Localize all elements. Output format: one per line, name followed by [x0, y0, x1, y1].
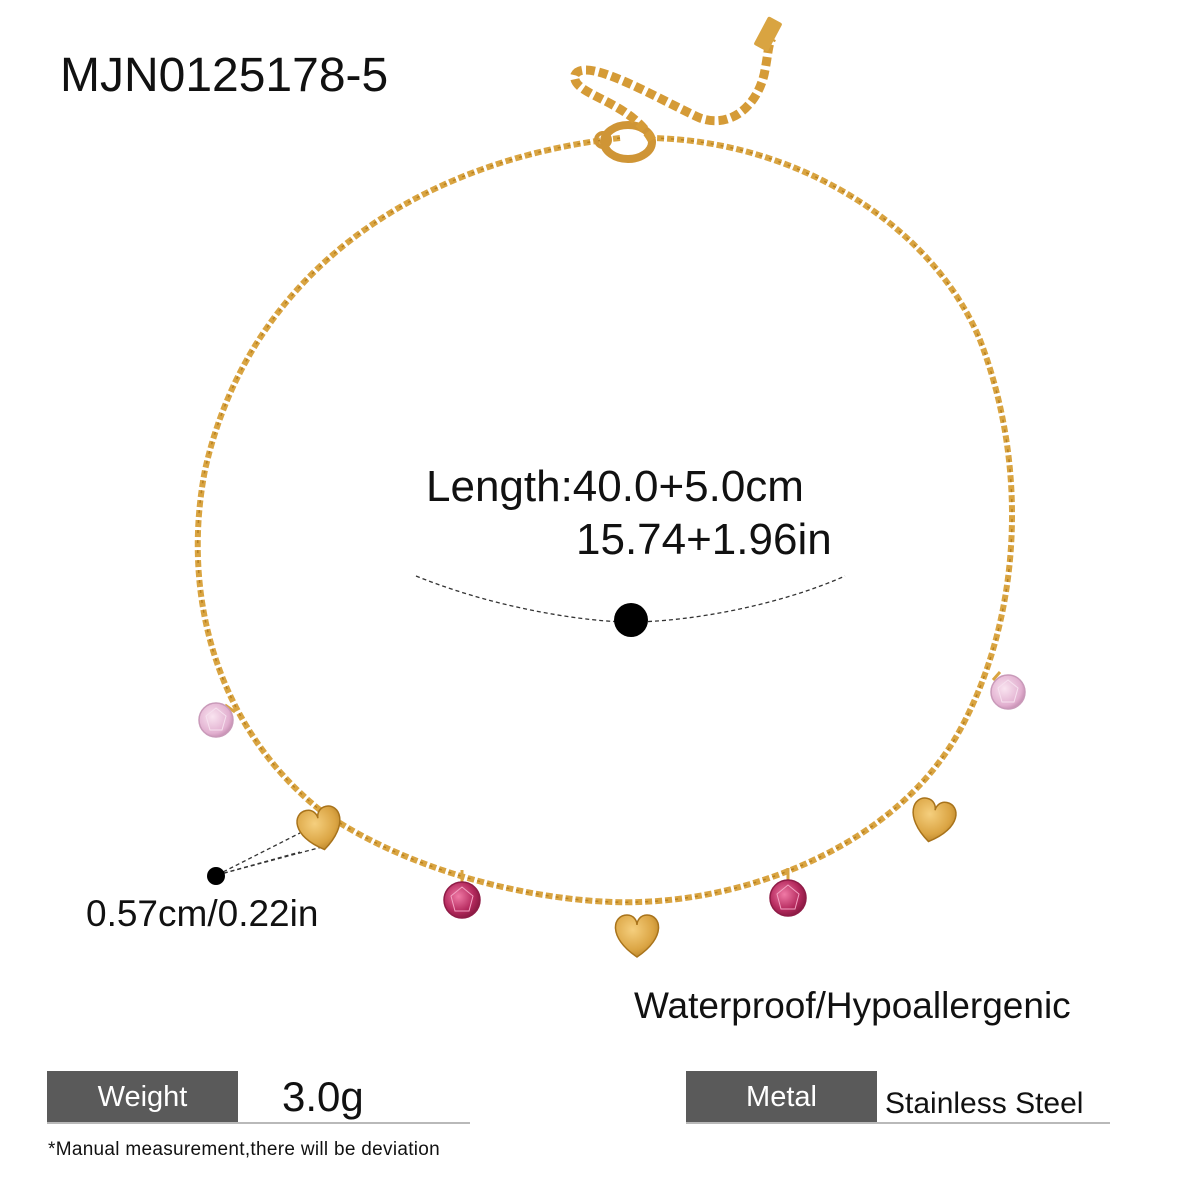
heart-pendant-right: [912, 797, 957, 843]
metal-value: Stainless Steel: [885, 1087, 1084, 1120]
stone-dark-left: [443, 870, 481, 919]
lobster-clasp: [594, 121, 656, 163]
product-sku: MJN0125178-5: [60, 49, 389, 102]
measurement-footnote: *Manual measurement,there will be deviat…: [48, 1139, 441, 1160]
pendant-size-dot: [207, 867, 225, 885]
stone-dark-right: [769, 868, 807, 917]
weight-value: 3.0g: [282, 1073, 364, 1120]
stone-light-right: [990, 671, 1026, 710]
heart-pendant-center: [614, 914, 660, 958]
stone-light-left: [198, 702, 236, 738]
extender-tag: [754, 16, 782, 52]
weight-underline: [47, 1122, 470, 1124]
chain: [194, 135, 1016, 906]
extender-chain: [570, 35, 777, 143]
length-dot: [614, 603, 648, 637]
weight-label: Weight: [47, 1071, 238, 1123]
pendant-size: 0.57cm/0.22in: [86, 893, 319, 934]
metal-label: Metal: [686, 1071, 877, 1123]
length-cm: Length:40.0+5.0cm: [426, 462, 804, 511]
metal-underline: [686, 1122, 1110, 1124]
features-text: Waterproof/Hypoallergenic: [634, 985, 1071, 1026]
length-inches: 15.74+1.96in: [576, 515, 832, 564]
heart-pendant-left: [296, 805, 341, 851]
